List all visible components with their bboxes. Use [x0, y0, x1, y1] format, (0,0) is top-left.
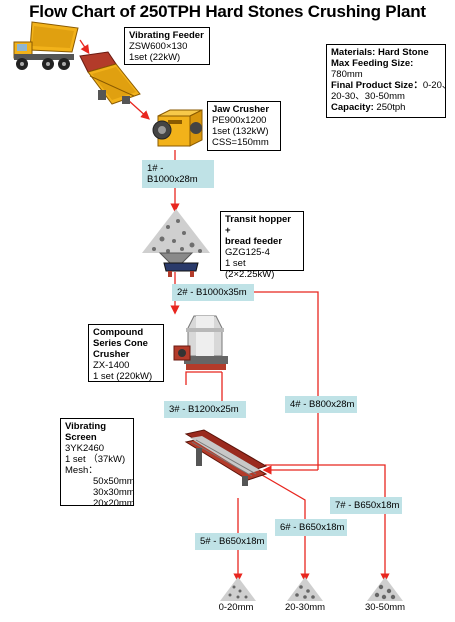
transit-hopper-name-1: Transit hopper +	[225, 214, 291, 236]
max-feed-value: 780mm	[331, 69, 363, 80]
vibrating-feeder-model: ZSW600×130	[129, 41, 188, 52]
page-title: Flow Chart of 250TPH Hard Stones Crushin…	[29, 2, 426, 21]
cone-crusher-qty: 1 set (220kW)	[93, 371, 153, 382]
flow-belt3-branch	[185, 371, 222, 385]
final-size-value-2: 20-30、30-50mm	[331, 91, 405, 102]
flow-truck-to-feeder	[79, 39, 90, 55]
stone-pile-icon	[367, 577, 403, 601]
vibrating-feeder-qty: 1set (22kW)	[129, 52, 181, 63]
cone-crusher-icon	[173, 315, 228, 370]
product-label-30-50: 30-50mm	[364, 602, 406, 613]
jaw-crusher-css: CSS=150mm	[212, 137, 269, 148]
belt-1-line-2: B1000x28m	[147, 174, 198, 185]
transit-hopper-qty: 1 set	[225, 258, 246, 269]
cone-crusher-box: Compound Series Cone Crusher ZX-1400 1 s…	[88, 324, 164, 382]
transit-hopper-name-2: bread feeder	[225, 236, 283, 247]
vibrating-screen-mesh-1: 50x50mm	[93, 476, 135, 487]
vibrating-screen-box: Vibrating Screen 3YK2460 1 set （37kW) Me…	[60, 418, 135, 509]
cone-crusher-name-2: Series Cone	[93, 338, 148, 349]
dump-truck-icon	[13, 21, 79, 70]
belt-3-label: 3# - B1200x25m	[164, 401, 246, 418]
jaw-crusher-qty: 1set (132kW)	[212, 126, 269, 137]
vibrating-screen-model: 3YK2460	[65, 443, 105, 454]
vibrating-screen-icon	[184, 429, 268, 486]
vibrating-screen-mesh-3: 20x20mm	[93, 498, 135, 509]
belt-6-label: 6# - B650x18m	[275, 519, 347, 536]
hopper-feeder-icon	[142, 209, 210, 277]
flow-feeder-to-jaw	[127, 99, 150, 120]
vibrating-screen-name-1: Vibrating	[65, 421, 106, 432]
final-size-value-1: 0-20、	[422, 80, 452, 91]
transit-hopper-box: Transit hopper + bread feeder GZG125-4 1…	[220, 211, 304, 280]
vibrating-screen-name-2: Screen	[65, 432, 97, 443]
jaw-crusher-box: Jaw Crusher PE900x1200 1set (132kW) CSS=…	[207, 101, 281, 151]
product-label-20-30: 20-30mm	[284, 602, 326, 613]
belt-1-line-1: 1# -	[147, 163, 164, 174]
capacity-label: Capacity:	[331, 102, 374, 113]
flow-belt7-to-p3	[265, 464, 390, 583]
belt-5-label: 5# - B650x18m	[195, 533, 267, 550]
jaw-crusher-model: PE900x1200	[212, 115, 267, 126]
belt-2-label: 2# - B1000x35m	[172, 284, 254, 301]
belt-4-label: 4# - B800x28m	[285, 396, 357, 413]
transit-hopper-power: (2×2.25kW)	[225, 269, 275, 280]
cone-crusher-model: ZX-1400	[93, 360, 130, 371]
cone-crusher-name-1: Compound	[93, 327, 144, 338]
jaw-crusher-name: Jaw Crusher	[212, 104, 270, 115]
stone-pile-icon	[220, 577, 256, 601]
vibrating-screen-qty: 1 set （37kW)	[65, 454, 126, 465]
belt-1-label: 1# - B1000x28m	[142, 160, 214, 188]
vibrating-screen-mesh-label: Mesh：	[65, 465, 98, 476]
jaw-crusher-icon	[152, 109, 203, 147]
materials-info-box: Materials: Hard Stone Max Feeding Size: …	[326, 44, 451, 118]
cone-crusher-name-3: Crusher	[93, 349, 130, 360]
flow-belt6-to-p2	[261, 474, 310, 583]
belt-7-label: 7# - B650x18m	[330, 497, 402, 514]
capacity-value: 250tph	[376, 102, 406, 113]
vibrating-feeder-name: Vibrating Feeder	[129, 30, 204, 41]
transit-hopper-model: GZG125-4	[225, 247, 270, 258]
vibrating-screen-mesh-2: 30x30mm	[93, 487, 135, 498]
materials-label: Materials: Hard Stone	[331, 47, 429, 58]
vibrating-feeder-icon	[79, 51, 141, 105]
max-feed-label: Max Feeding Size:	[331, 58, 414, 69]
final-size-label: Final Product Size：	[331, 80, 423, 91]
vibrating-feeder-box: Vibrating Feeder ZSW600×130 1set (22kW)	[124, 27, 210, 65]
product-label-0-20: 0-20mm	[218, 602, 254, 613]
stone-pile-icon	[287, 577, 323, 601]
